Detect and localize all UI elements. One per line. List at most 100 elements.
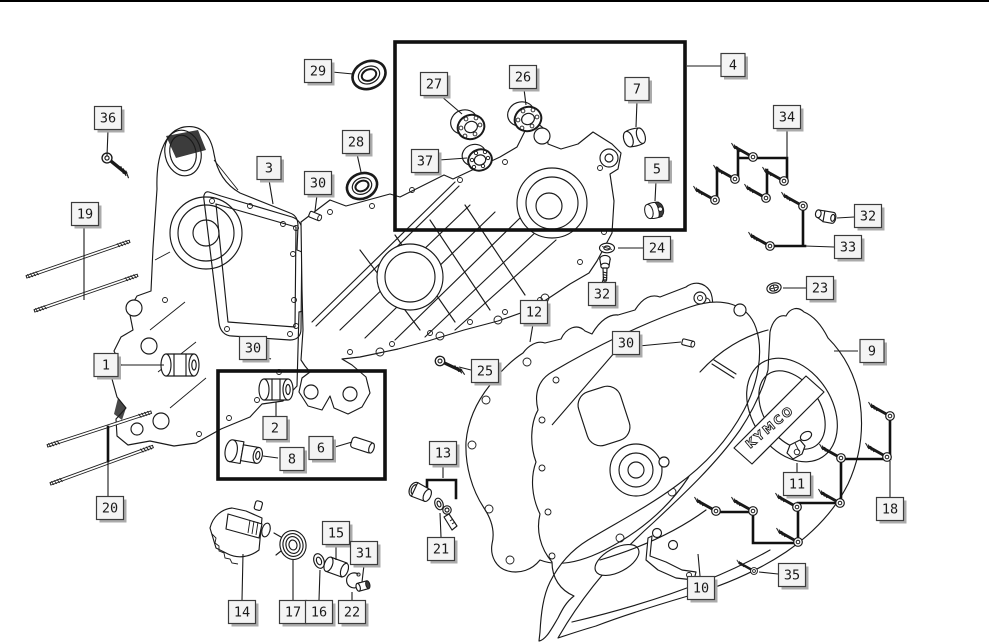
flange-nut-23: [766, 282, 782, 294]
callout-30c[interactable]: 30: [238, 335, 272, 363]
callout-2[interactable]: 2: [262, 402, 290, 443]
callout-17[interactable]: 17: [278, 560, 310, 627]
callout-box[interactable]: [410, 148, 440, 174]
callout-number: 7: [633, 82, 641, 98]
callout-16[interactable]: 16: [304, 569, 336, 627]
callout-box[interactable]: [508, 64, 538, 90]
callout-box[interactable]: [833, 234, 863, 260]
callout-box[interactable]: [782, 471, 812, 497]
callout-box[interactable]: [279, 446, 305, 472]
callout-15[interactable]: 15: [321, 520, 353, 561]
callout-box[interactable]: [308, 435, 334, 461]
callout-number: 3: [265, 161, 273, 177]
callout-box[interactable]: [686, 575, 716, 601]
callout-box[interactable]: [227, 599, 257, 625]
callout-28[interactable]: 28: [341, 129, 373, 173]
callout-5[interactable]: 5: [644, 156, 672, 202]
callout-box[interactable]: [587, 281, 617, 307]
pin-6: [350, 436, 375, 454]
callout-box[interactable]: [772, 104, 802, 130]
callout-20[interactable]: 20: [95, 461, 127, 523]
callout-box[interactable]: [262, 415, 288, 441]
callout-box[interactable]: [341, 129, 371, 155]
callout-30b[interactable]: 30: [551, 330, 682, 426]
callout-7[interactable]: 7: [624, 76, 652, 128]
callout-13[interactable]: 13: [428, 440, 460, 479]
callout-box[interactable]: [470, 358, 500, 384]
callout-32b[interactable]: 32: [587, 276, 619, 309]
callout-box[interactable]: [304, 599, 334, 625]
callout-box[interactable]: [238, 335, 268, 361]
callout-27[interactable]: 27: [419, 71, 463, 115]
callout-box[interactable]: [303, 170, 333, 196]
callout-box[interactable]: [256, 155, 282, 181]
callout-box[interactable]: [426, 536, 456, 562]
callout-21[interactable]: 21: [426, 512, 458, 564]
callout-33[interactable]: 33: [804, 234, 865, 262]
callout-19[interactable]: 19: [70, 201, 102, 301]
callout-box[interactable]: [859, 338, 885, 364]
callout-1[interactable]: 1: [93, 352, 164, 380]
callout-box[interactable]: [303, 58, 333, 84]
sleeve-8: [224, 439, 264, 465]
callout-31[interactable]: 31: [349, 540, 381, 583]
callout-leader-line: [334, 441, 353, 448]
callout-14[interactable]: 14: [227, 553, 259, 627]
callout-11[interactable]: 11: [782, 463, 814, 499]
callout-6[interactable]: 6: [308, 435, 353, 463]
callout-9[interactable]: 9: [834, 338, 887, 366]
callout-number: 27: [426, 77, 442, 93]
callout-box[interactable]: [321, 520, 351, 546]
callout-box[interactable]: [95, 495, 125, 521]
callout-box[interactable]: [644, 156, 670, 182]
callout-4[interactable]: 4: [687, 52, 748, 80]
callout-number: 30: [618, 336, 634, 352]
callout-box[interactable]: [720, 52, 746, 78]
callout-leader-line: [361, 564, 365, 583]
end-cap-31: [355, 580, 371, 592]
callout-box[interactable]: [93, 105, 123, 131]
callout-26[interactable]: 26: [508, 64, 540, 106]
callout-10[interactable]: 10: [686, 553, 718, 603]
callout-box[interactable]: [428, 440, 458, 466]
callout-box[interactable]: [624, 76, 650, 102]
callout-18[interactable]: 18: [875, 461, 907, 524]
clip-11: [786, 439, 806, 460]
callout-25[interactable]: 25: [458, 358, 502, 386]
callout-box[interactable]: [805, 275, 835, 301]
callout-number: 29: [310, 64, 326, 80]
bushing-7: [622, 127, 647, 148]
callout-box[interactable]: [419, 71, 449, 97]
callout-leader-line: [654, 180, 657, 202]
callout-3[interactable]: 3: [256, 155, 284, 205]
callout-22[interactable]: 22: [337, 592, 369, 627]
callout-box[interactable]: [337, 599, 367, 625]
callout-35[interactable]: 35: [758, 562, 809, 590]
callout-34[interactable]: 34: [772, 104, 804, 159]
callout-box[interactable]: [777, 562, 807, 588]
callout-box[interactable]: [611, 330, 641, 356]
callout-37[interactable]: 37: [410, 148, 468, 176]
callout-number: 9: [868, 344, 876, 360]
callout-24[interactable]: 24: [618, 235, 674, 263]
callout-box[interactable]: [519, 299, 549, 325]
callout-23[interactable]: 23: [783, 275, 837, 303]
callout-leader-line: [635, 100, 638, 128]
callout-number: 20: [102, 501, 118, 517]
callout-8[interactable]: 8: [262, 446, 307, 474]
callout-36[interactable]: 36: [93, 105, 125, 157]
callout-box[interactable]: [875, 496, 905, 522]
callout-leader-line: [314, 194, 318, 212]
callout-29[interactable]: 29: [303, 58, 354, 86]
callout-leader-line: [438, 157, 468, 161]
callout-12[interactable]: 12: [519, 299, 551, 343]
bolt-set-33: [747, 190, 809, 252]
callout-box[interactable]: [349, 540, 379, 566]
callout-box[interactable]: [853, 203, 883, 229]
callout-box[interactable]: [642, 235, 672, 261]
callout-32a[interactable]: 32: [836, 203, 885, 231]
callout-box[interactable]: [93, 352, 119, 378]
callout-30a[interactable]: 30: [303, 170, 335, 212]
callout-box[interactable]: [70, 201, 100, 227]
